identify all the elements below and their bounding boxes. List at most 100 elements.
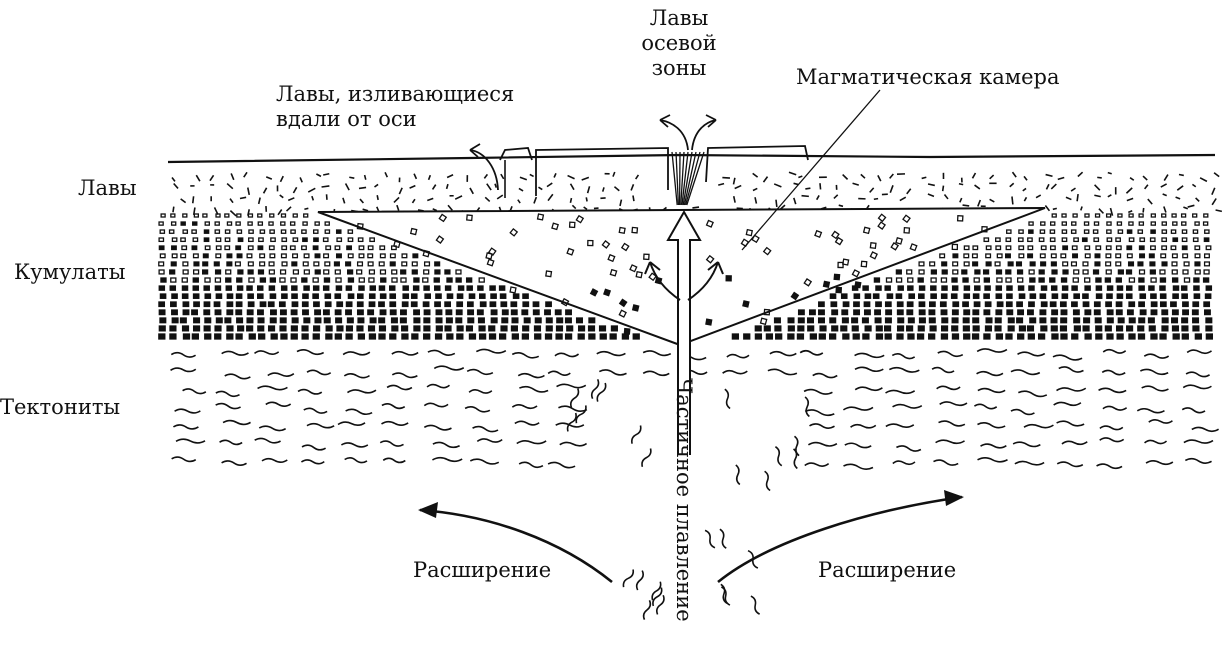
tectonite-wave [307, 370, 331, 375]
cumulate-crystal [270, 254, 275, 258]
tectonite-wave [1097, 464, 1123, 468]
tectonite-wave [220, 440, 243, 444]
lava-dash [874, 199, 878, 200]
lava-dash [530, 174, 534, 176]
cumulate-crystal [941, 334, 947, 339]
cumulate-crystal [1195, 246, 1200, 250]
cumulate-crystal [1019, 294, 1024, 298]
tectonite-wave [470, 459, 499, 464]
lava-dash [1176, 197, 1181, 199]
cumulate-crystal [1127, 286, 1132, 290]
cumulate-crystal [819, 302, 824, 306]
cumulate-crystal [215, 230, 219, 233]
tectonite-wave [343, 350, 370, 356]
cumulate-crystal [282, 238, 286, 241]
cumulate-crystal [533, 310, 539, 315]
cumulate-crystal [447, 318, 453, 323]
tectonite-wave [465, 406, 490, 412]
cumulate-crystal [863, 334, 869, 339]
cumulate-crystal [964, 286, 969, 290]
cumulate-crystal [931, 278, 936, 282]
cumulate-crystal [984, 278, 989, 282]
cumulate-crystal [456, 278, 461, 282]
cumulate-crystal [1162, 214, 1166, 217]
cumulates-label: Кумулаты [14, 260, 126, 285]
cumulate-crystal [1028, 254, 1033, 258]
cumulate-crystal [843, 302, 848, 306]
lava-dash [613, 172, 615, 177]
lava-dash [1164, 175, 1168, 181]
cumulate-crystal [172, 318, 178, 323]
cumulate-crystal [1006, 270, 1011, 274]
cumulate-crystal [986, 318, 992, 323]
cumulate-crystal [1162, 230, 1166, 233]
cumulate-crystal [1151, 278, 1156, 282]
chamber-crystal [836, 287, 841, 292]
cumulate-crystal [313, 246, 318, 250]
lava-dash [614, 187, 619, 191]
cumulate-crystal [314, 230, 318, 233]
cumulate-crystal [1151, 222, 1155, 225]
cumulate-crystal [170, 270, 175, 274]
cumulate-crystal [1007, 230, 1011, 233]
cumulate-crystal [907, 302, 912, 306]
tectonite-wave [1182, 408, 1205, 413]
lava-dash [734, 196, 735, 202]
cumulate-crystal [502, 310, 508, 315]
cumulate-crystal [303, 310, 309, 315]
cumulate-crystal [1074, 238, 1078, 241]
lava-dash [890, 185, 893, 192]
chamber-crystal [510, 287, 516, 293]
lava-dash [343, 198, 345, 204]
cumulate-crystal [236, 310, 242, 315]
cumulate-crystal [942, 270, 947, 274]
cumulate-crystal [1151, 230, 1155, 233]
cumulate-crystal [535, 326, 541, 331]
cumulate-crystal [348, 238, 352, 241]
cumulate-crystal [1061, 302, 1066, 306]
cumulate-crystal [1116, 262, 1121, 266]
cumulate-crystal [1139, 318, 1145, 323]
cumulate-crystal [997, 254, 1002, 258]
lava-dash [312, 196, 313, 200]
lava-dash [538, 187, 542, 189]
cumulate-crystal [403, 294, 408, 298]
cumulate-crystal [326, 246, 331, 250]
cumulate-crystal [402, 326, 408, 331]
cumulate-crystal [379, 334, 385, 339]
tectonite-wave [938, 351, 963, 357]
cumulate-crystal [491, 294, 496, 298]
cumulate-crystal [414, 310, 420, 315]
cumulate-crystal [293, 270, 298, 274]
cumulate-crystal [337, 326, 343, 331]
cumulate-crystal [369, 278, 374, 282]
lava-dash [519, 188, 523, 191]
lava-dash [1094, 195, 1100, 196]
cumulate-crystal [1107, 230, 1111, 233]
lava-dash [631, 184, 633, 190]
cumulate-crystal [1063, 286, 1068, 290]
cumulate-crystal [973, 318, 979, 323]
cumulate-crystal [952, 294, 957, 298]
lava-dash [1126, 188, 1132, 193]
cumulate-crystal [1107, 214, 1111, 217]
cumulate-crystal [1041, 262, 1046, 266]
cumulate-crystal [907, 310, 913, 315]
cumulate-crystal [160, 230, 164, 233]
tectonite-wave [893, 460, 915, 466]
cumulate-crystal [1051, 262, 1056, 266]
tectonite-wave [176, 439, 205, 443]
cumulate-crystal [335, 310, 341, 315]
cumulate-crystal [1160, 270, 1165, 274]
spreading-left-label: Расширение [413, 558, 551, 583]
lava-dash [1212, 188, 1215, 195]
lava-dash [1095, 185, 1100, 190]
cumulate-crystal [984, 294, 989, 298]
cumulate-crystal [204, 310, 210, 315]
cumulate-crystal [424, 270, 429, 274]
lava-dash [834, 195, 838, 199]
cumulate-crystal [478, 310, 484, 315]
tectonite-wave [843, 405, 873, 411]
tectonite-wave [977, 348, 1007, 354]
